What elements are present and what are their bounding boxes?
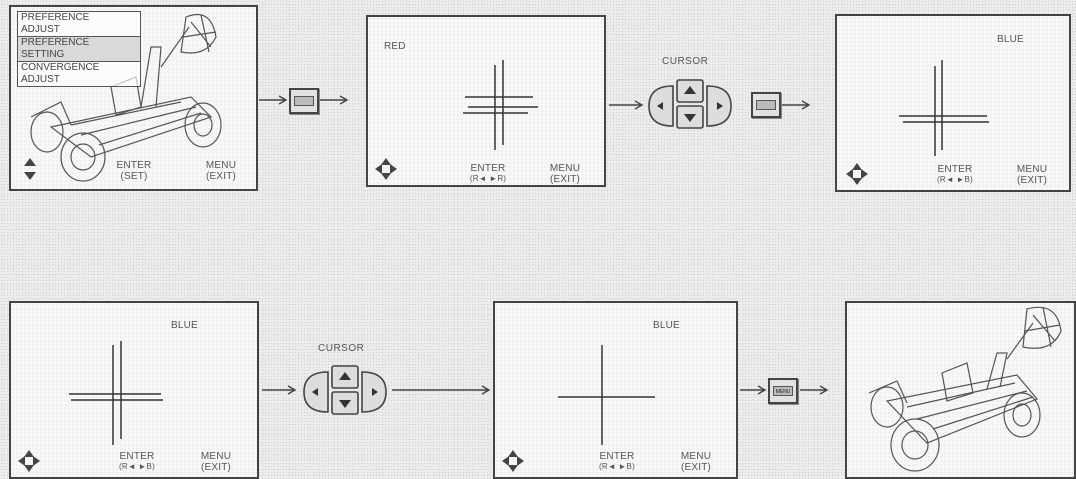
menu-key-face: MENU [773, 386, 793, 396]
enter-label: ENTER(SET) [109, 160, 159, 182]
lunar-rover-image [847, 303, 1075, 478]
menu-key-button[interactable] [289, 88, 319, 114]
updown-arrows-icon [23, 157, 37, 181]
menu-key-button[interactable]: MENU [768, 378, 798, 404]
menu-item-label: SETTING [21, 49, 140, 61]
crosshair-pattern [413, 55, 563, 155]
menu-key-face [756, 100, 776, 110]
cursor-pad-icon[interactable] [298, 358, 392, 418]
menu-exit-label: MENU(EXIT) [196, 160, 246, 182]
right-arrow-icon [740, 385, 768, 395]
convergence-screen-blue-2: BLUE ENTER(R◄ ►B) MENU(EXIT) [9, 301, 259, 479]
right-arrow-icon [392, 385, 492, 395]
four-way-arrow-icon [374, 157, 398, 181]
menu-exit-label: MENU(EXIT) [671, 451, 721, 473]
menu-item-label: ADJUST [21, 74, 140, 86]
convergence-screen-blue: BLUE ENTER(R◄ ►B) MENU(EXIT) [835, 14, 1071, 192]
enter-label: ENTER(R◄ ►B) [107, 451, 167, 471]
menu-item-label: PREFERENCE [21, 37, 140, 49]
exit-screen [845, 301, 1076, 479]
menu-exit-label: MENU(EXIT) [540, 163, 590, 185]
right-arrow-icon [609, 100, 645, 110]
color-label: RED [384, 41, 406, 52]
color-label: BLUE [171, 320, 198, 331]
menu-key-face [294, 96, 314, 106]
four-way-arrow-icon [17, 449, 41, 473]
crosshair-pattern [877, 56, 1027, 156]
right-arrow-icon [320, 95, 350, 105]
color-label: BLUE [653, 320, 680, 331]
crosshair-pattern [550, 339, 700, 449]
convergence-screen-red: RED ENTER(R◄ ►R) MENU(EXIT) [366, 15, 606, 187]
menu-item-label: ADJUST [21, 24, 140, 36]
menu-item-label: PREFERENCE [21, 12, 140, 24]
cursor-pad-icon[interactable] [643, 72, 737, 132]
menu-exit-label: MENU(EXIT) [1007, 164, 1057, 186]
menu-key-button[interactable] [751, 92, 781, 118]
cursor-label: CURSOR [318, 343, 364, 354]
crosshair-pattern [61, 339, 211, 449]
four-way-arrow-icon [501, 449, 525, 473]
four-way-arrow-icon [845, 162, 869, 186]
right-arrow-icon [800, 385, 830, 395]
convergence-screen-blue-3: BLUE ENTER(R◄ ►B) MENU(EXIT) [493, 301, 738, 479]
cursor-label: CURSOR [662, 56, 708, 67]
enter-label: ENTER(R◄ ►R) [458, 163, 518, 183]
menu-item-label: CONVERGENCE [21, 62, 140, 74]
enter-label: ENTER(R◄ ►B) [925, 164, 985, 184]
menu-exit-label: MENU(EXIT) [191, 451, 241, 473]
right-arrow-icon [262, 385, 298, 395]
right-arrow-icon [782, 100, 812, 110]
color-label: BLUE [997, 34, 1024, 45]
enter-label: ENTER(R◄ ►B) [587, 451, 647, 471]
right-arrow-icon [259, 95, 289, 105]
